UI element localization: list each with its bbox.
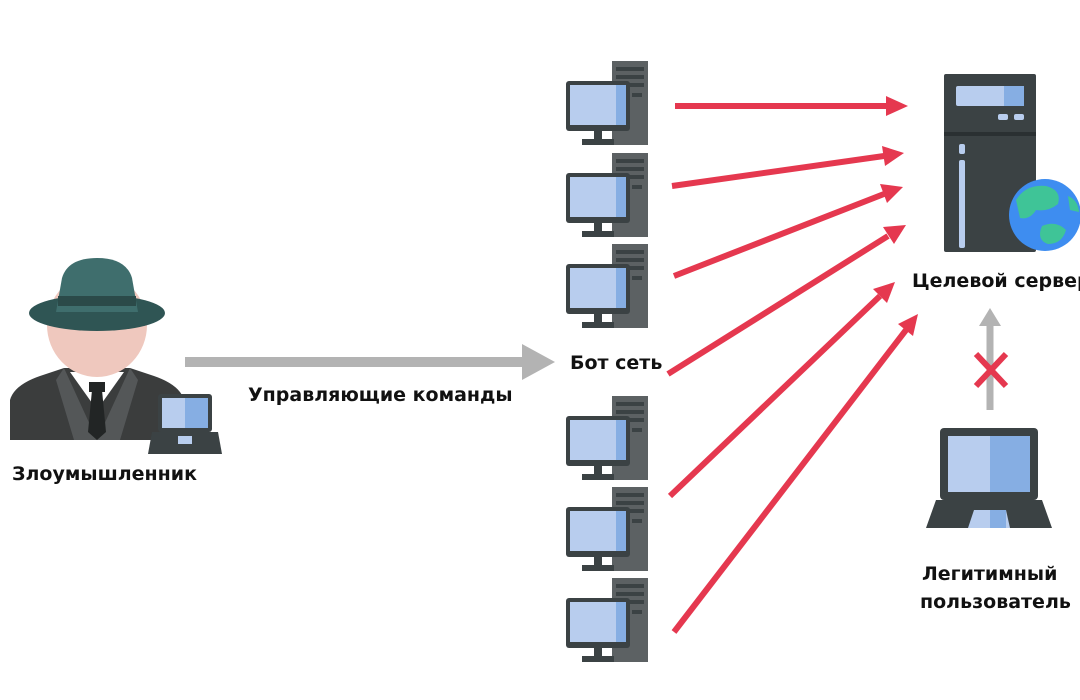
bot-computer-icon (566, 153, 648, 237)
target-label: Целевой сервер (912, 270, 1080, 292)
attack-arrow (675, 96, 908, 116)
attack-arrows (666, 96, 918, 634)
globe-icon (1009, 179, 1080, 251)
legit-user-label-line2: пользователь (920, 591, 1071, 613)
attack-arrow (671, 146, 904, 189)
commands-label: Управляющие команды (248, 384, 513, 406)
bot-computer-icon (566, 244, 648, 328)
attacker-laptop-icon (148, 394, 222, 454)
command-arrow (185, 344, 555, 380)
legit-user-label-line1: Легитимный (922, 563, 1057, 585)
botnet-label: Бот сеть (570, 352, 662, 374)
attack-arrow (672, 184, 903, 279)
cross-icon (973, 351, 1009, 389)
laptop-icon (926, 428, 1052, 528)
bot-computer-icon (566, 487, 648, 571)
bot-computer-icon (566, 578, 648, 662)
bot-computer-icon (566, 396, 648, 480)
attack-arrow (667, 282, 895, 499)
attack-arrow (671, 314, 918, 634)
bot-computer-icon (566, 61, 648, 145)
attacker-icon (10, 258, 184, 440)
attack-arrow (666, 225, 906, 377)
attacker-label: Злоумышленник (12, 463, 197, 485)
